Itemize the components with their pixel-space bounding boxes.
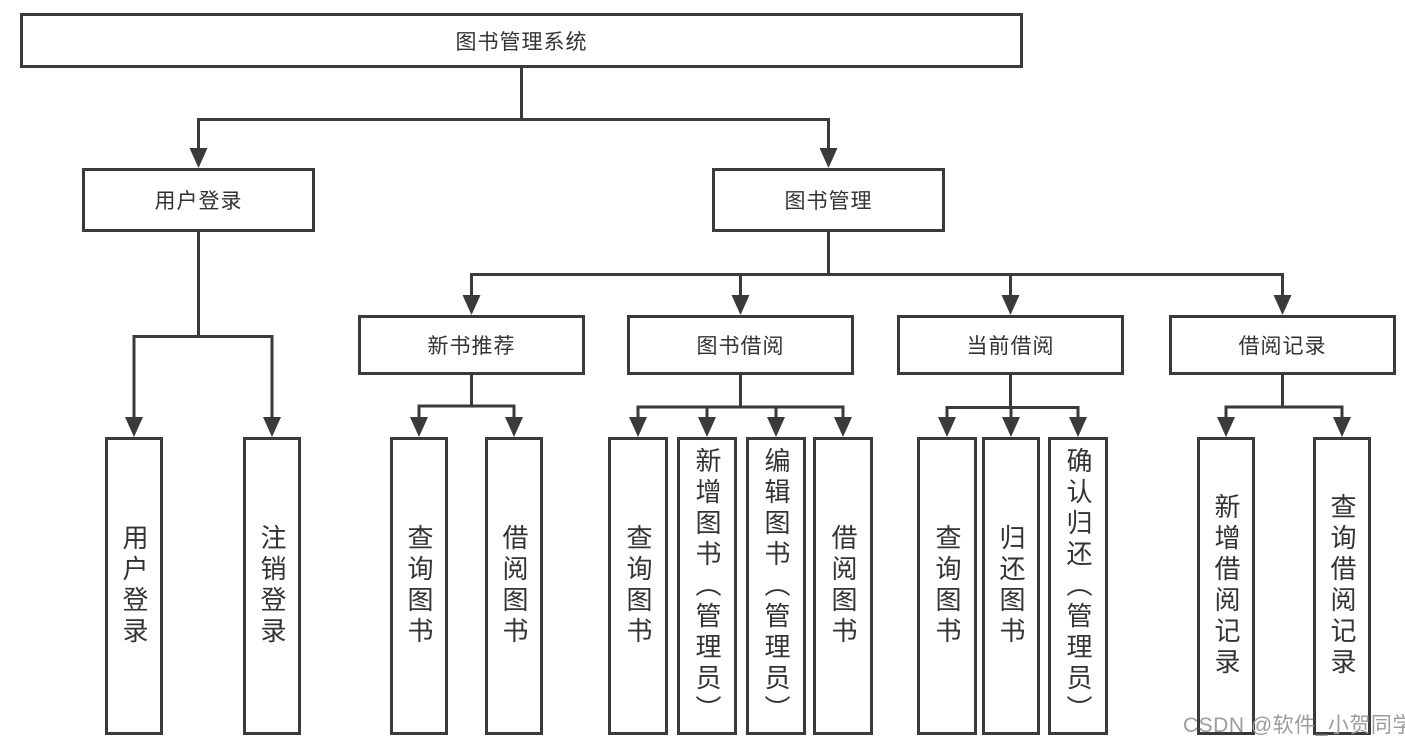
node-book-borrow: 图书借阅 [627, 315, 854, 375]
node-book-management: 图书管理 [712, 168, 945, 232]
arrowhead [1002, 417, 1020, 437]
arrowhead [731, 295, 750, 315]
node-label: 用户登录 [154, 190, 243, 213]
leaf-confirm-return-admin: 确认归还（管理员） [1048, 437, 1108, 735]
arrowhead [767, 417, 785, 437]
arrowhead [410, 417, 428, 437]
leaf-label: 借阅图书 [499, 524, 529, 648]
node-label: 图书管理 [784, 190, 873, 213]
leaf-user-login: 用户登录 [105, 437, 163, 735]
leaf-return-books: 归还图书 [982, 437, 1040, 735]
connector-current-borrow-to-children [938, 375, 1087, 437]
node-current-borrow: 当前借阅 [897, 315, 1124, 375]
connector-user-login-to-children [125, 232, 281, 437]
leaf-label: 查询图书 [623, 524, 653, 648]
leaf-borrow-books: 借阅图书 [813, 437, 873, 735]
arrowhead [629, 417, 647, 437]
node-label: 图书管理系统 [455, 30, 588, 54]
node-label: 图书借阅 [696, 335, 785, 358]
leaf-label: 用户登录 [119, 524, 149, 648]
connector-root-to-level2 [189, 68, 838, 168]
leaf-query-books: 查询图书 [608, 437, 668, 735]
leaf-label: 查询借阅记录 [1327, 493, 1357, 679]
arrowhead [819, 148, 838, 168]
arrowhead [1333, 417, 1351, 437]
leaf-add-borrow-record: 新增借阅记录 [1197, 437, 1255, 735]
arrowhead [1273, 295, 1292, 315]
connector-book-management-to-level3 [462, 232, 1292, 315]
arrowhead [834, 417, 852, 437]
arrowhead [125, 417, 143, 437]
leaf-query-borrow-record: 查询借阅记录 [1313, 437, 1371, 735]
csdn-watermark: CSDN @软件_小贺同学 [1183, 714, 1405, 737]
leaf-query-books: 查询图书 [390, 437, 448, 735]
arrowhead [698, 417, 716, 437]
connector-borrow-records-to-children [1217, 375, 1351, 437]
arrowhead [462, 295, 481, 315]
arrowhead [938, 417, 956, 437]
arrowhead [505, 417, 523, 437]
leaf-logout: 注销登录 [243, 437, 301, 735]
arrowhead [1069, 417, 1087, 437]
leaf-label: 查询图书 [932, 524, 962, 648]
node-user-login: 用户登录 [82, 168, 315, 232]
arrowhead [1001, 295, 1020, 315]
leaf-label: 编辑图书（管理员） [761, 446, 791, 726]
arrowhead [189, 148, 208, 168]
leaf-add-book-admin: 新增图书（管理员） [677, 437, 737, 735]
leaf-borrow-books: 借阅图书 [485, 437, 543, 735]
leaf-edit-book-admin: 编辑图书（管理员） [746, 437, 806, 735]
node-new-book-recommend: 新书推荐 [358, 315, 585, 375]
node-label: 新书推荐 [427, 335, 516, 358]
leaf-label: 查询图书 [404, 524, 434, 648]
arrowhead [263, 417, 281, 437]
leaf-label: 归还图书 [996, 524, 1026, 648]
arrowhead [1217, 417, 1235, 437]
connector-book-borrow-to-children [629, 375, 852, 437]
node-borrow-records: 借阅记录 [1169, 315, 1396, 375]
leaf-label: 借阅图书 [828, 524, 858, 648]
node-label: 当前借阅 [966, 335, 1055, 358]
leaf-query-books: 查询图书 [917, 437, 977, 735]
leaf-label: 注销登录 [257, 524, 287, 648]
leaf-label: 新增图书（管理员） [692, 446, 722, 726]
leaf-label: 确认归还（管理员） [1063, 446, 1093, 726]
connector-new-book-to-children [410, 375, 523, 437]
leaf-label: 新增借阅记录 [1211, 493, 1241, 679]
node-label: 借阅记录 [1238, 335, 1327, 358]
node-root-system: 图书管理系统 [20, 13, 1023, 68]
